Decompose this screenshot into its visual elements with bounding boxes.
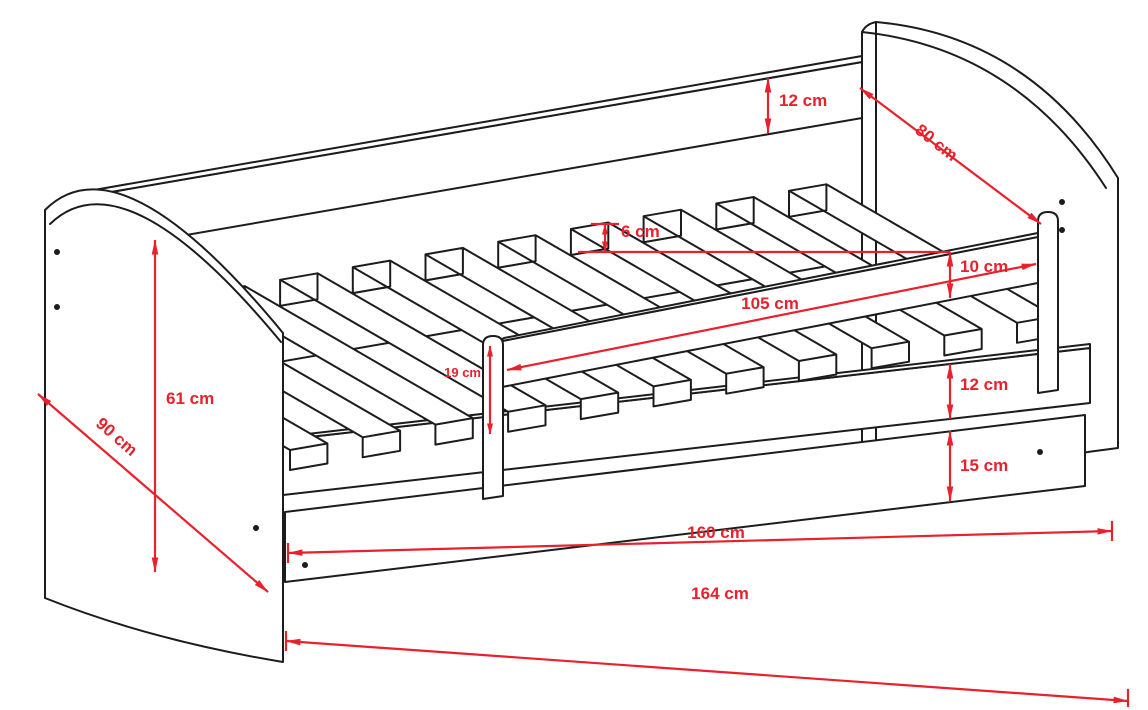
dim-label: 160 cm (687, 523, 745, 542)
screw-dot (253, 525, 259, 531)
guard-rail-post-left (482, 335, 504, 500)
screw-dot (54, 249, 60, 255)
dim-label: 61 cm (166, 389, 214, 408)
dim-line (285, 638, 1129, 704)
headboard-top-thickness (861, 31, 1107, 189)
dim-slat-clearance: 6 cm (578, 222, 950, 254)
dim-label: 105 cm (741, 294, 799, 313)
dim-line (37, 393, 269, 593)
screw-dot (54, 304, 60, 310)
dim-line (287, 528, 1113, 556)
dim-label: 12 cm (960, 375, 1008, 394)
screw-dot (1059, 199, 1065, 205)
dim-line (506, 262, 1037, 372)
dim-outer-length: 164 cm (284, 584, 1130, 707)
footboard-panel (44, 188, 284, 663)
footboard-top-thickness (49, 203, 282, 343)
screw-dot (302, 562, 308, 568)
slat (279, 272, 547, 433)
dim-label: 10 cm (960, 257, 1008, 276)
guard-rail-post-right (1037, 211, 1059, 394)
screw-dot (1037, 449, 1043, 455)
dim-label: 19 cm (444, 365, 481, 380)
dim-label: 15 cm (960, 456, 1008, 475)
dim-back-rail-height: 12 cm (764, 77, 827, 134)
dim-guard-rail-length: 105 cm (506, 262, 1037, 372)
dim-drawer-front-height: 15 cm (946, 430, 1008, 502)
dim-inner-length: 160 cm (286, 521, 1114, 563)
dim-guard-post-height: 19 cm (444, 345, 493, 435)
dim-line (859, 87, 1042, 225)
bed-drawing (44, 21, 1119, 663)
dim-side-rail-height: 12 cm (946, 363, 1008, 420)
footboard-face (44, 188, 284, 663)
dim-label: 6 cm (621, 222, 660, 241)
dim-label: 12 cm (779, 91, 827, 110)
screw-dot (1059, 227, 1065, 233)
dim-label: 164 cm (691, 584, 749, 603)
